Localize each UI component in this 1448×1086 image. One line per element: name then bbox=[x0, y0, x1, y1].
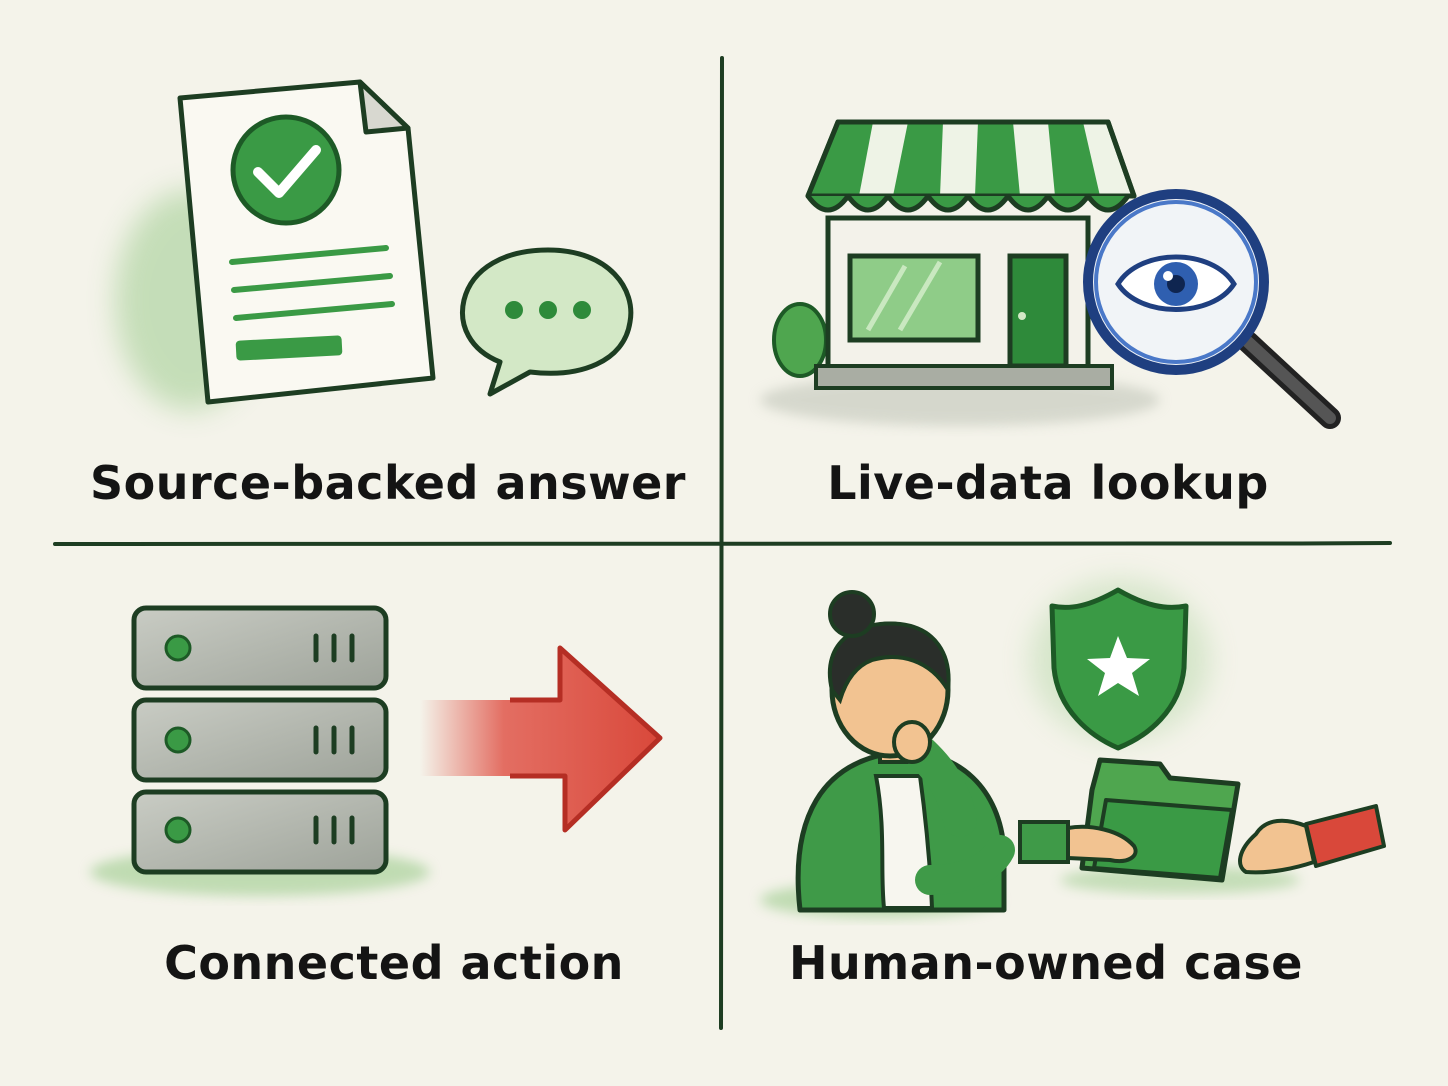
speech-bubble-icon bbox=[460, 247, 634, 397]
grid-dividers bbox=[53, 56, 1392, 1030]
folder-handoff-icon bbox=[1018, 757, 1386, 894]
magnifier-eye-icon bbox=[1083, 189, 1341, 429]
panel-label-connected-action: Connected action bbox=[164, 936, 624, 990]
thinking-person-icon bbox=[760, 590, 1015, 918]
panel-label-human-owned-case: Human-owned case bbox=[789, 936, 1303, 990]
panel-label-live-data-lookup: Live-data lookup bbox=[827, 456, 1269, 510]
document-check-icon bbox=[115, 79, 436, 410]
storefront-icon bbox=[760, 119, 1160, 426]
arrow-right-icon bbox=[420, 645, 663, 833]
shield-star-icon bbox=[1030, 580, 1210, 751]
server-stack-icon bbox=[90, 605, 430, 896]
panel-label-source-backed-answer: Source-backed answer bbox=[89, 456, 686, 510]
